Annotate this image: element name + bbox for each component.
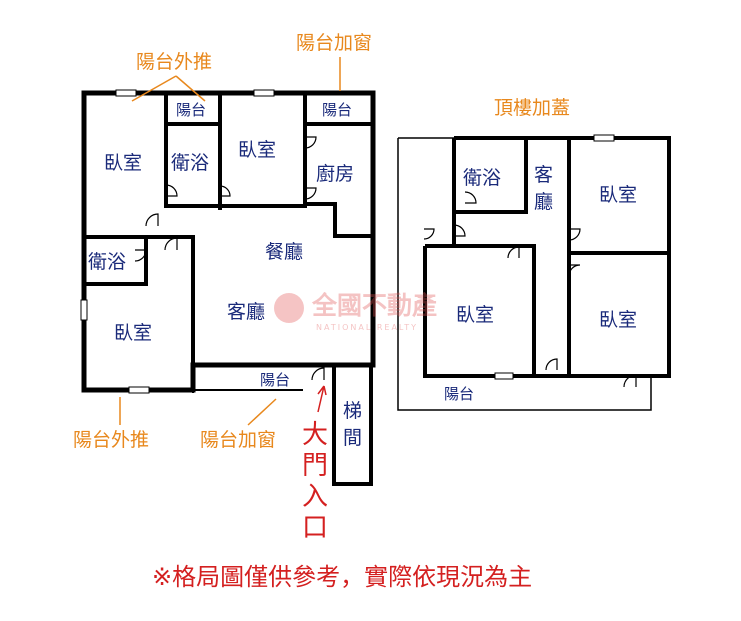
entrance-char-1: 大 <box>302 420 328 450</box>
rooftop-walls <box>397 136 671 411</box>
roof-balcony: 陽台 <box>444 385 474 403</box>
annotation-balcony-push-out-bottom: 陽台外推 <box>73 429 149 451</box>
stairwell-label-2: 間 <box>343 427 362 449</box>
main-balcony-kitchen: 陽台 <box>322 101 352 119</box>
rooftop-title: 頂樓加蓋 <box>494 97 570 119</box>
roof-living: 客 廳 <box>534 164 553 213</box>
main-balcony-front: 陽台 <box>260 371 290 389</box>
windows <box>80 89 615 394</box>
roof-living-label-2: 廳 <box>534 191 553 213</box>
main-bath-left: 衛浴 <box>88 251 126 273</box>
roof-bedroom-top-right: 臥室 <box>599 184 637 206</box>
main-bedroom-top-left: 臥室 <box>104 152 142 174</box>
main-stairwell: 梯 間 <box>343 400 362 449</box>
roof-living-label-1: 客 <box>534 164 553 186</box>
watermark: 全國不動產 NATIONAL REALTY <box>274 291 437 332</box>
main-kitchen: 廚房 <box>316 162 354 185</box>
roof-bedroom-center: 臥室 <box>456 304 494 326</box>
main-bedroom-top-mid: 臥室 <box>238 139 276 161</box>
entrance-char-2: 門 <box>302 451 328 481</box>
annotation-balcony-window-top: 陽台加窗 <box>296 32 372 54</box>
main-dining: 餐廳 <box>265 241 303 263</box>
watermark-logo-icon <box>274 293 304 323</box>
roof-bath: 衛浴 <box>463 167 501 189</box>
stairwell-label: 梯 <box>343 400 362 422</box>
footnote: ※格局圖僅供參考，實際依現況為主 <box>152 563 532 591</box>
annotation-balcony-window-bottom: 陽台加窗 <box>200 429 276 451</box>
main-floor-walls <box>81 90 376 486</box>
main-balcony-small: 陽台 <box>176 101 206 119</box>
main-bedroom-bottom-left: 臥室 <box>114 322 152 344</box>
entrance-char-3: 入 <box>302 482 328 512</box>
watermark-sub: NATIONAL REALTY <box>316 323 418 332</box>
roof-bedroom-bottom-right: 臥室 <box>599 309 637 331</box>
main-living: 客廳 <box>227 301 265 323</box>
annotation-leaders <box>119 57 341 426</box>
main-bath-top: 衛浴 <box>171 152 209 174</box>
watermark-name: 全國不動產 <box>311 291 437 320</box>
door-swings <box>134 136 637 388</box>
entrance-arrow-icon <box>317 385 327 413</box>
annotation-balcony-push-out-top: 陽台外推 <box>136 51 212 73</box>
entrance-char-4: 口 <box>302 513 328 543</box>
entrance-marker: 大 門 入 口 <box>302 385 328 543</box>
